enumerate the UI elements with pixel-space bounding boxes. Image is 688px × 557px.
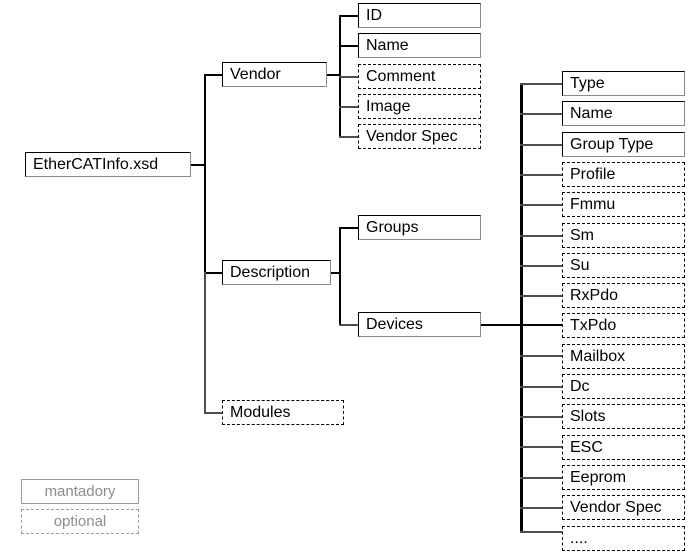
node-label: Vendor Spec (366, 127, 458, 145)
node-device-rxpdo[interactable]: RxPdo (562, 283, 685, 308)
edge-to-eeprom (520, 477, 563, 479)
node-device-profile[interactable]: Profile (562, 162, 685, 187)
edge-to-image (339, 106, 359, 108)
edge-to-ellipsis (520, 531, 563, 533)
node-label: Fmmu (570, 195, 616, 213)
edge-to-comment (339, 76, 359, 78)
edge-vendor-stub (326, 74, 341, 76)
edge-to-dev-vendorspec (520, 507, 563, 509)
node-device-fmmu[interactable]: Fmmu (562, 192, 685, 217)
node-device-su[interactable]: Su (562, 253, 685, 278)
edge-to-mailbox (520, 355, 563, 357)
node-device-group-type[interactable]: Group Type (562, 132, 685, 157)
node-devices[interactable]: Devices (358, 312, 481, 337)
edge-to-type (520, 83, 563, 85)
node-vendor-vendor-spec[interactable]: Vendor Spec (358, 124, 481, 149)
node-label: TxPdo (570, 316, 617, 334)
node-device-slots[interactable]: Slots (562, 404, 685, 429)
node-label: Vendor Spec (570, 498, 662, 516)
edge-to-vendor (204, 74, 223, 76)
node-label: RxPdo (570, 286, 619, 304)
edge-to-fmmu (520, 204, 563, 206)
node-label: Su (570, 256, 590, 274)
node-label: Dc (570, 377, 590, 395)
node-label: Slots (570, 407, 606, 425)
node-device-mailbox[interactable]: Mailbox (562, 344, 685, 369)
node-label: Group Type (570, 135, 654, 153)
node-label: Mailbox (570, 347, 626, 365)
node-vendor-name[interactable]: Name (358, 33, 481, 58)
edge-level1-trunk-modules (204, 272, 206, 413)
node-vendor-image[interactable]: Image (358, 94, 481, 119)
node-device-txpdo[interactable]: TxPdo (562, 313, 685, 338)
node-vendor[interactable]: Vendor (222, 62, 327, 87)
node-label: Type (570, 74, 605, 92)
edge-to-description (204, 272, 223, 274)
edge-devices-children-trunk (520, 83, 523, 531)
legend-mandatory: mantadory (21, 479, 139, 504)
edge-to-modules (204, 412, 223, 414)
node-device-vendor-spec[interactable]: Vendor Spec (562, 495, 685, 520)
edge-to-grouptype (520, 144, 563, 146)
legend-label: optional (53, 513, 107, 530)
edge-to-slots (520, 416, 563, 418)
node-device-ellipsis[interactable]: .... (562, 526, 685, 551)
node-label: Description (230, 263, 311, 281)
node-ethercatinfo-xsd[interactable]: EtherCATInfo.xsd (25, 152, 191, 177)
node-label: Profile (570, 165, 616, 183)
edge-to-rxpdo (520, 295, 563, 297)
node-label: ID (366, 6, 382, 24)
node-label: Groups (366, 218, 419, 236)
edge-devices-stub (480, 324, 522, 326)
node-label: Name (570, 104, 613, 122)
node-device-type[interactable]: Type (562, 71, 685, 96)
node-modules[interactable]: Modules (222, 400, 344, 425)
edge-to-esc (520, 446, 563, 448)
edge-to-su (520, 265, 563, 267)
node-device-name[interactable]: Name (562, 101, 685, 126)
edge-to-id (339, 15, 359, 17)
node-device-dc[interactable]: Dc (562, 374, 685, 399)
node-label: Comment (366, 67, 436, 85)
edge-to-name (339, 45, 359, 47)
node-label: Vendor (230, 65, 281, 83)
edge-to-devices (339, 324, 359, 326)
legend-label: mantadory (44, 483, 116, 500)
node-label: EtherCATInfo.xsd (33, 155, 159, 173)
legend-optional: optional (21, 509, 139, 534)
edge-to-groups (339, 227, 359, 229)
node-vendor-comment[interactable]: Comment (358, 64, 481, 89)
node-label: ESC (570, 438, 603, 456)
node-device-sm[interactable]: Sm (562, 223, 685, 248)
node-label: Devices (366, 315, 423, 333)
edge-to-dc (520, 386, 563, 388)
edge-root-stub (190, 164, 206, 166)
node-device-esc[interactable]: ESC (562, 435, 685, 460)
node-label: Eeprom (570, 468, 627, 486)
node-label: Image (366, 97, 411, 115)
node-label: Modules (230, 403, 291, 421)
node-vendor-id[interactable]: ID (358, 3, 481, 28)
node-device-eeprom[interactable]: Eeprom (562, 465, 685, 490)
edge-description-stub (330, 272, 341, 274)
edge-to-txpdo (520, 324, 563, 326)
edge-description-children-trunk (339, 227, 341, 326)
node-label: Sm (570, 226, 594, 244)
node-label: .... (570, 529, 588, 547)
edge-to-dev-name (520, 113, 563, 115)
node-label: Name (366, 36, 409, 54)
edge-to-sm (520, 235, 563, 237)
node-groups[interactable]: Groups (358, 215, 481, 240)
edge-to-profile (520, 174, 563, 176)
edge-level1-trunk (204, 74, 206, 339)
edge-to-vendorspec (339, 136, 359, 138)
node-description[interactable]: Description (222, 260, 331, 285)
